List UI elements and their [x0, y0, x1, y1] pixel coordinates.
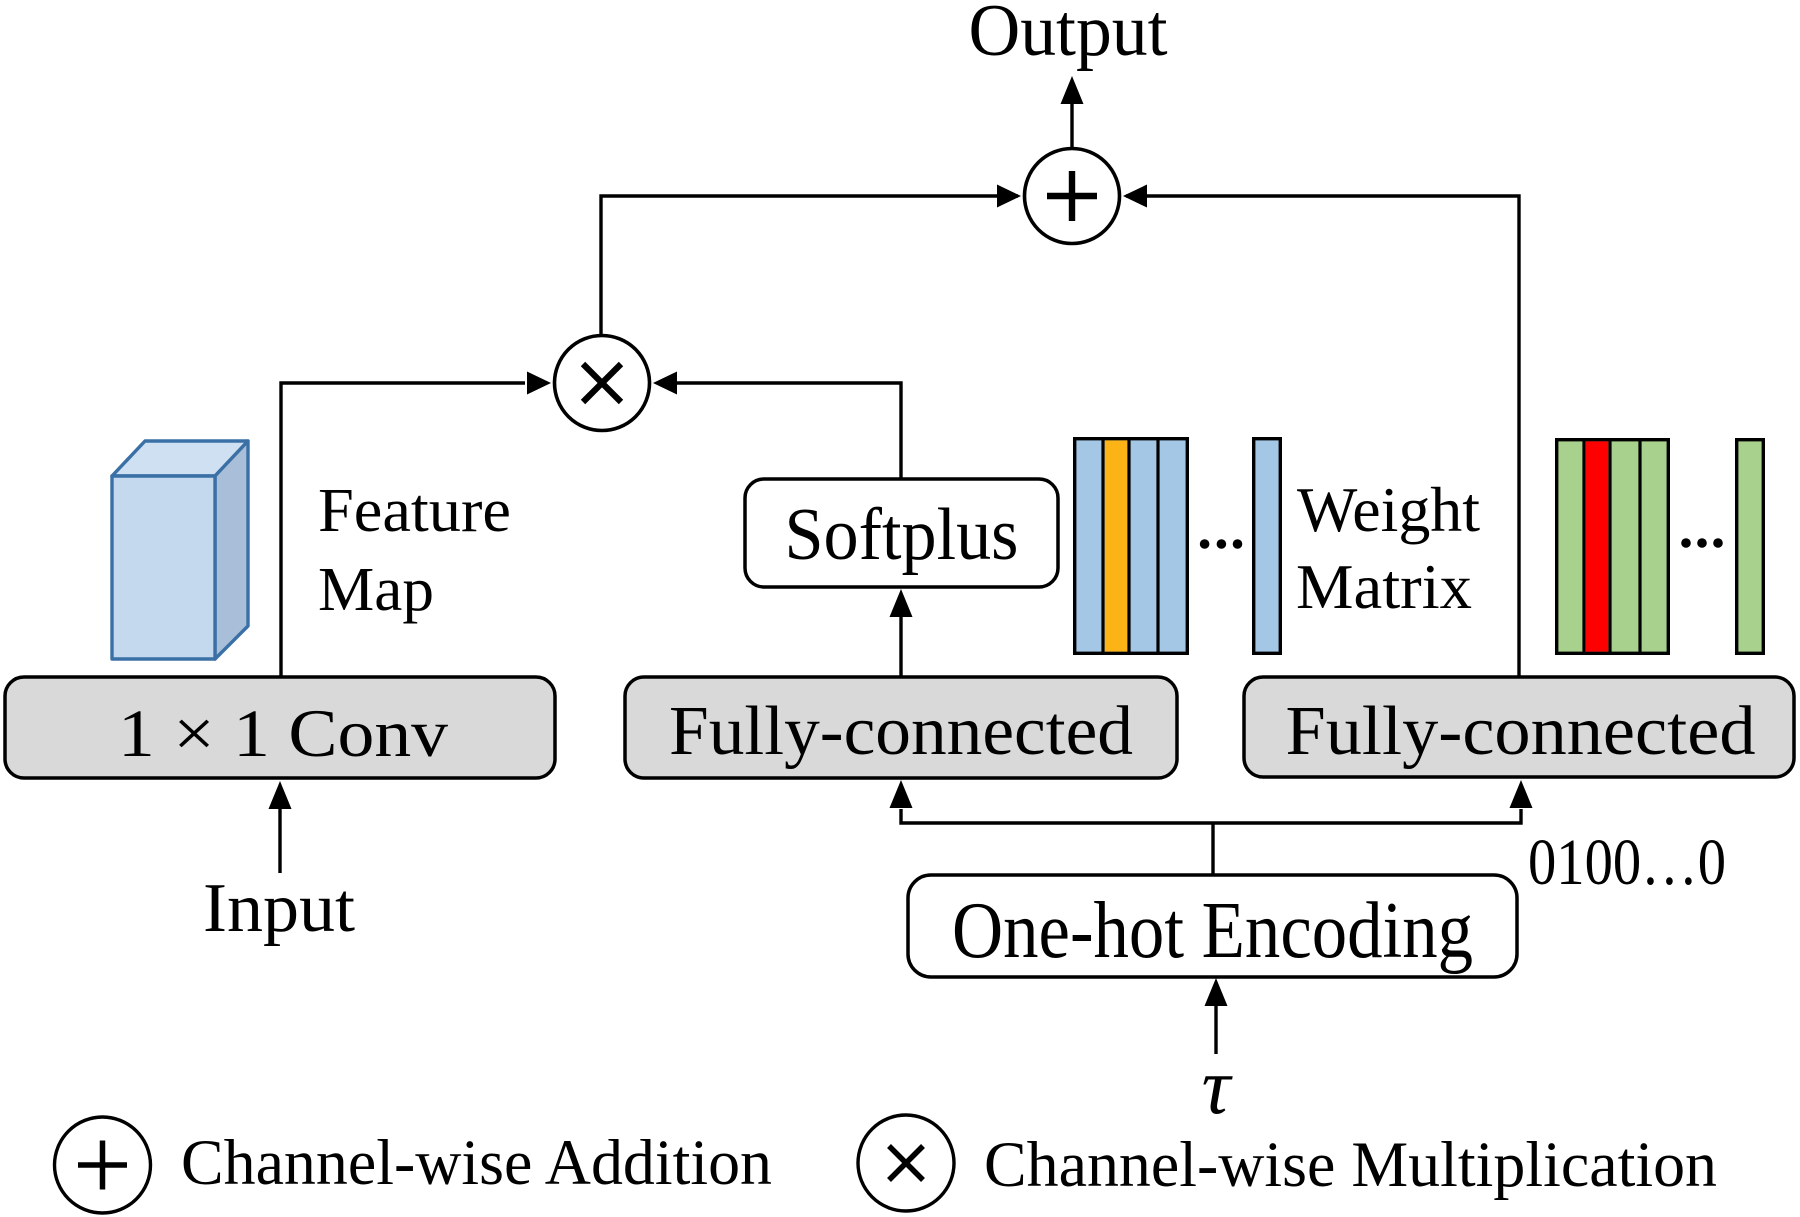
svg-text:τ: τ: [1202, 1043, 1234, 1131]
svg-text:Output: Output: [969, 0, 1168, 72]
svg-text:Weight: Weight: [1297, 475, 1480, 545]
svg-text:Input: Input: [203, 870, 356, 947]
svg-text:0100…0: 0100…0: [1528, 826, 1726, 899]
svg-text:1 × 1 Conv: 1 × 1 Conv: [118, 695, 448, 771]
svg-text:Fully-connected: Fully-connected: [1286, 693, 1756, 770]
svg-text:Fully-connected: Fully-connected: [669, 693, 1133, 770]
svg-text:Channel-wise Addition: Channel-wise Addition: [181, 1127, 772, 1199]
svg-text:Softplus: Softplus: [785, 494, 1019, 576]
svg-text:Matrix: Matrix: [1296, 552, 1472, 622]
svg-text:Map: Map: [318, 556, 434, 624]
svg-text:Feature: Feature: [318, 477, 511, 545]
svg-text:Channel-wise Multiplication: Channel-wise Multiplication: [984, 1129, 1717, 1201]
svg-text:One-hot Encoding: One-hot Encoding: [952, 887, 1473, 975]
